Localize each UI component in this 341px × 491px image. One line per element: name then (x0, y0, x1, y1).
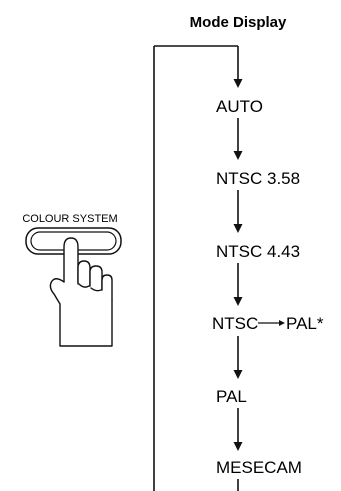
mode-label-ntsc: NTSC (212, 314, 258, 333)
down-arrow-icon (234, 408, 243, 451)
down-arrow-icon (234, 190, 243, 233)
diagram-title: Mode Display (190, 14, 287, 31)
ntsc-to-pal-arrow-icon (258, 320, 285, 326)
mode-label-mesecam: MESECAM (216, 458, 302, 477)
mode-label-auto: AUTO (216, 97, 263, 116)
mode-label-ntsc-358: NTSC 3.58 (216, 169, 300, 188)
down-arrow-icon (234, 118, 243, 160)
down-arrow-icon (234, 336, 243, 379)
mode-labels: AUTO NTSC 3.58 NTSC 4.43 NTSC PAL* PAL M… (212, 97, 324, 477)
mode-label-pal: PAL (216, 387, 247, 406)
down-arrow-icon (234, 263, 243, 306)
mode-label-pal-star: PAL* (286, 314, 324, 333)
mode-label-ntsc-443: NTSC 4.43 (216, 242, 300, 261)
down-arrow-icon (234, 46, 243, 88)
colour-system-label: COLOUR SYSTEM (22, 213, 117, 225)
